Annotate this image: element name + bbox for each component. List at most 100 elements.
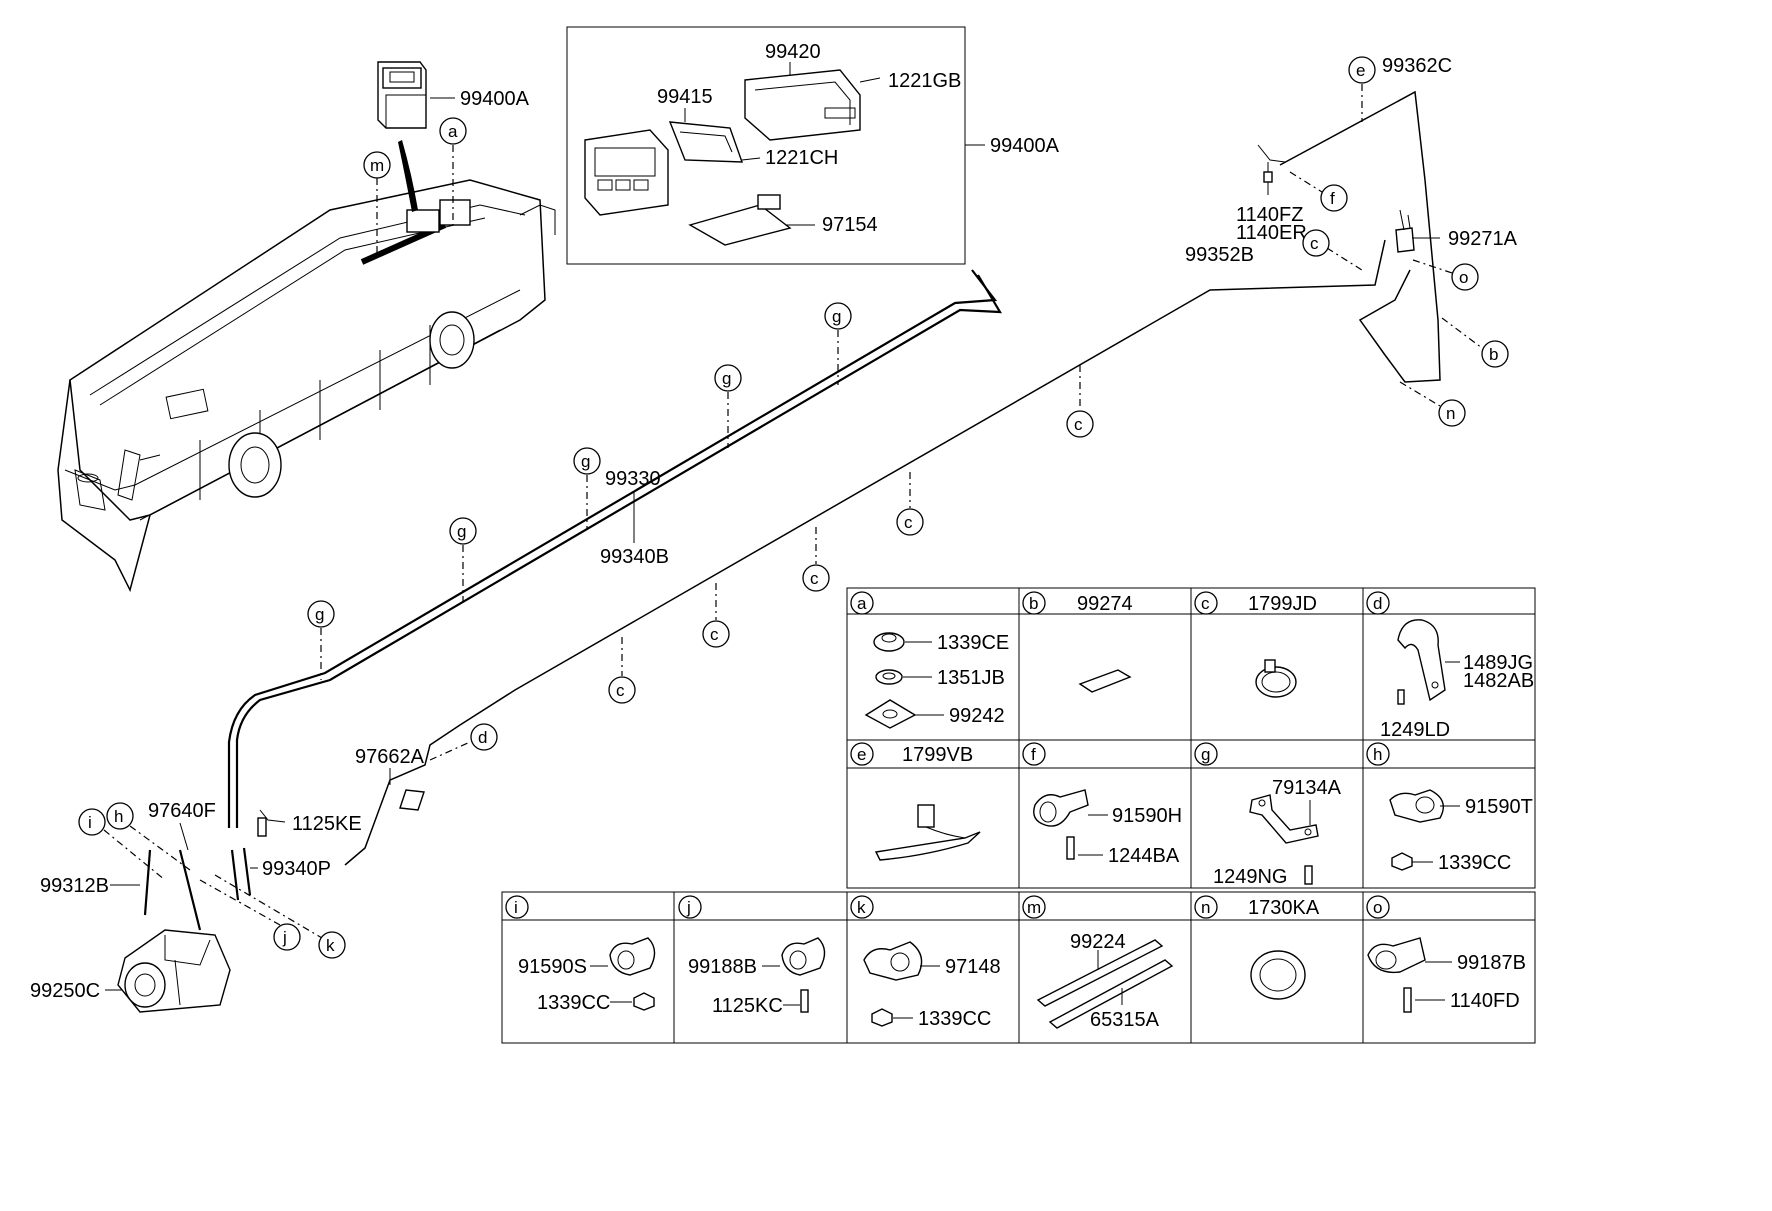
compressor [117, 929, 231, 1013]
part-99242: 99242 [949, 705, 1005, 727]
part-91590H: 91590H [1112, 805, 1182, 827]
cell-h-key: h [1373, 745, 1382, 764]
label-99400A-top: 99400A [460, 88, 530, 110]
part-1339CE: 1339CE [937, 632, 1009, 654]
cell-d-parts: 1489JG 1482AB 1249LD [1380, 619, 1534, 741]
callout-b: b [1489, 345, 1498, 364]
part-1489JG: 1489JG [1463, 652, 1533, 674]
cell-c-title: 1799JD [1248, 593, 1317, 615]
part-99188B: 99188B [688, 956, 757, 978]
cell-k-parts: 97148 1339CC [863, 941, 1001, 1030]
cell-g-key: g [1201, 745, 1210, 764]
cell-o-parts: 99187B 1140FD [1367, 937, 1526, 1013]
label-99250C: 99250C [30, 980, 100, 1002]
fastener-table [501, 587, 1536, 1044]
callout-d: d [478, 728, 487, 747]
callout-f: f [1330, 189, 1335, 208]
callout-c-3: c [810, 569, 819, 588]
part-1249NG: 1249NG [1213, 866, 1288, 888]
label-99352B: 99352B [1185, 244, 1254, 266]
cell-f-parts: 91590H 1244BA [1033, 789, 1182, 867]
cell-n-title: 1730KA [1248, 897, 1320, 919]
cell-k-key: k [857, 898, 866, 917]
cell-b-key: b [1029, 594, 1038, 613]
tie-1799VB [874, 804, 981, 861]
part-1339CC-i: 1339CC [537, 992, 610, 1014]
label-1221CH: 1221CH [765, 147, 838, 169]
label-97640F: 97640F [148, 800, 216, 822]
callout-g-2: g [722, 369, 731, 388]
part-99187B: 99187B [1457, 952, 1526, 974]
label-1221GB: 1221GB [888, 70, 961, 92]
callout-g-1: g [832, 307, 841, 326]
callout-k: k [326, 936, 335, 955]
callout-a: a [448, 122, 458, 141]
label-97662A: 97662A [355, 746, 425, 768]
cell-f-key: f [1031, 745, 1036, 764]
cell-b-title: 99274 [1077, 593, 1133, 615]
callout-j: j [282, 928, 287, 947]
callout-e: e [1356, 61, 1365, 80]
callout-n: n [1446, 404, 1455, 423]
part-91590T: 91590T [1465, 796, 1533, 818]
callout-c-4: c [710, 625, 719, 644]
part-1339CC-h: 1339CC [1438, 852, 1511, 874]
cell-m-parts: 99224 65315A [1036, 931, 1174, 1031]
bus-illustration [57, 140, 556, 593]
label-1140FZ: 1140FZ [1236, 204, 1303, 226]
callout-c-6: c [1310, 234, 1319, 253]
pipe-assembly-99330 [227, 269, 1002, 828]
callout-c-5: c [616, 681, 625, 700]
part-1249LD: 1249LD [1380, 719, 1450, 741]
label-1140ER: 1140ER [1236, 222, 1307, 244]
cell-h-parts: 91590T 1339CC [1389, 789, 1533, 874]
cell-a-key: a [857, 594, 867, 613]
label-99271A: 99271A [1448, 228, 1518, 250]
pipe-assembly-99352B [344, 239, 1386, 866]
label-97154: 97154 [822, 214, 878, 236]
label-99362C: 99362C [1382, 55, 1452, 77]
part-1351JB: 1351JB [937, 667, 1005, 689]
label-99400A-box: 99400A [990, 135, 1060, 157]
callout-c-1: c [1074, 415, 1083, 434]
callout-h: h [114, 807, 123, 826]
cell-e-key: e [857, 745, 866, 764]
part-79134A: 79134A [1272, 777, 1342, 799]
cell-e-title: 1799VB [902, 744, 973, 766]
callout-o: o [1459, 268, 1468, 287]
cell-n-key: n [1201, 898, 1210, 917]
pipe-99362C [1279, 90, 1441, 383]
cell-j-parts: 99188B 1125KC [688, 937, 826, 1017]
part-65315A: 65315A [1090, 1009, 1160, 1031]
label-99420: 99420 [765, 41, 821, 63]
part-91590S: 91590S [518, 956, 587, 978]
grommet-1730KA [1250, 950, 1306, 1000]
cell-i-parts: 91590S 1339CC [518, 937, 656, 1014]
callout-g-5: g [315, 605, 324, 624]
callout-m: m [370, 156, 384, 175]
part-1125KC: 1125KC [712, 995, 783, 1017]
cell-m-key: m [1027, 898, 1041, 917]
cell-g-parts: 79134A 1249NG [1213, 777, 1342, 888]
controller-module [377, 61, 427, 129]
cell-a-parts: 1339CE 1351JB 99242 [864, 632, 1009, 729]
callout-g-3: g [581, 452, 590, 471]
label-1125KE: 1125KE [292, 813, 362, 835]
cell-j-key: j [686, 898, 691, 917]
part-1482AB: 1482AB [1463, 670, 1534, 692]
callout-g-4: g [457, 522, 466, 541]
part-99224: 99224 [1070, 931, 1126, 953]
label-99340P: 99340P [262, 858, 331, 880]
part-1244BA: 1244BA [1108, 845, 1180, 867]
table-headers: a b 99274 c 1799JD d e 1799VB f g h i j … [505, 591, 1390, 919]
pad-99274 [1078, 669, 1132, 693]
cell-d-key: d [1373, 594, 1382, 613]
label-99340B: 99340B [600, 546, 669, 568]
cell-o-key: o [1373, 898, 1382, 917]
cell-i-key: i [514, 898, 518, 917]
label-99330: 99330 [605, 468, 661, 490]
clip-1799JD [1255, 659, 1297, 698]
callout-c-2: c [904, 513, 913, 532]
label-99312B: 99312B [40, 875, 109, 897]
